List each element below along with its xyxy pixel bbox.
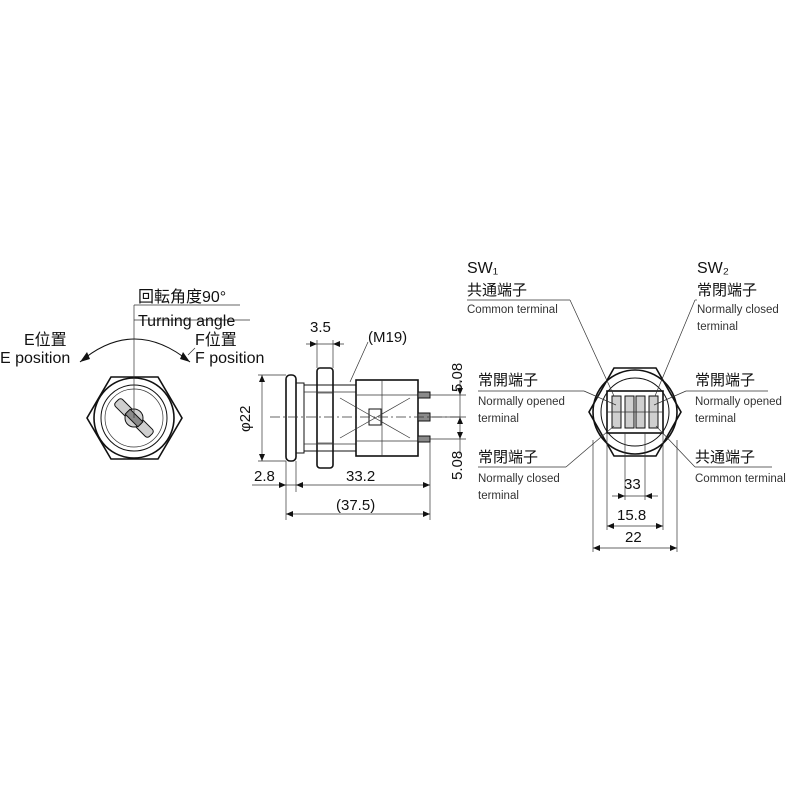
dim-508-arrow-1 — [457, 388, 463, 395]
dim-2-8: 2.8 — [254, 468, 275, 485]
dim-15-8: 15.8 — [617, 507, 646, 524]
sw2-label: SW₂ — [697, 260, 729, 277]
dim-22: 22 — [625, 529, 642, 546]
right-no-leader — [653, 390, 687, 406]
dim-33: 33 — [624, 476, 641, 493]
front-hex-outline — [86, 376, 183, 460]
dim-33-2: 33.2 — [346, 468, 375, 485]
rear-view: SW₁ 共通端子 Common terminal SW₂ 常閉端子 Normal… — [467, 260, 786, 552]
dim-508-arrow-2 — [457, 417, 463, 424]
threaded-body — [303, 384, 357, 452]
right-common-label: Common terminal — [695, 473, 786, 485]
turning-angle-label: Turning angle — [138, 313, 235, 330]
dim-2-8-arrow-l — [279, 482, 286, 488]
dim-33-arrow-l — [618, 493, 625, 499]
dim-37-5-arrow-r — [423, 511, 430, 517]
dim-15-8-arrow-l — [607, 523, 614, 529]
bezel-neck — [295, 382, 305, 454]
arc-arrow-right — [180, 352, 190, 362]
dim-37-5-arrow-l — [286, 511, 293, 517]
right-no-label-jp: 常開端子 — [695, 372, 755, 389]
dim-3-5: 3.5 — [310, 319, 331, 336]
m19-leader — [349, 341, 369, 383]
left-no-label-jp: 常開端子 — [478, 372, 538, 389]
sw2-nc-label-1: Normally closed — [697, 304, 779, 316]
rear-hex-outline — [588, 367, 682, 457]
left-nc-label-1: Normally closed — [478, 473, 560, 485]
left-nc-label-2: terminal — [478, 490, 519, 502]
f-position-label-jp: F位置 — [195, 331, 237, 349]
dim-5-08-bottom: 5.08 — [449, 451, 466, 480]
dim-508-arrow-3 — [457, 432, 463, 439]
dim-phi22-arrow-b — [259, 454, 265, 461]
rear-outer-ring — [592, 369, 678, 455]
f-position-leader — [187, 347, 196, 356]
right-common-label-jp: 共通端子 — [695, 449, 755, 466]
bezel-flange — [285, 374, 297, 462]
sw2-leader — [654, 299, 696, 397]
sw1-label: SW₁ — [467, 260, 498, 277]
rear-inner-ring — [600, 377, 670, 447]
terminal-top — [417, 391, 431, 399]
mounting-nut — [316, 367, 334, 469]
right-no-label-1: Normally opened — [695, 396, 782, 408]
switch-housing — [355, 379, 419, 457]
side-view: 3.5 (M19) φ22 5.08 5.08 2.8 33.2 — [237, 319, 466, 520]
sw2-nc-label-2: terminal — [697, 321, 738, 333]
rotation-angle-label-jp: 回転角度90° — [138, 288, 226, 306]
dim-phi22-arrow-t — [259, 375, 265, 382]
e-position-label-jp: E位置 — [24, 331, 67, 349]
dim-33-2-arrow-r — [423, 482, 430, 488]
dim-37-5: (37.5) — [336, 497, 375, 514]
dim-phi22: φ22 — [237, 406, 254, 432]
right-common-leader — [655, 425, 696, 468]
front-view: 回転角度90° Turning angle E位置 E position F位置… — [0, 288, 264, 460]
thread-size-label: (M19) — [368, 329, 407, 346]
dim-22-arrow-r — [670, 545, 677, 551]
dim-33-2-arrow-l — [296, 482, 303, 488]
sw1-common-label-jp: 共通端子 — [467, 282, 527, 299]
internal-cross-2 — [339, 397, 411, 439]
left-nc-label-jp: 常閉端子 — [478, 449, 538, 466]
dim-3-5-arrow-r — [333, 341, 340, 347]
left-nc-leader — [565, 425, 615, 468]
left-no-leader — [583, 390, 617, 406]
dim-15-8-arrow-r — [656, 523, 663, 529]
sw1-common-label: Common terminal — [467, 304, 558, 316]
sw1-leader — [569, 299, 615, 397]
turning-angle-arc — [79, 338, 191, 363]
f-position-label: F position — [195, 350, 264, 367]
dim-5-08-top: 5.08 — [449, 363, 466, 392]
arc-arrow-left — [80, 352, 90, 362]
terminal-bottom — [417, 435, 431, 443]
dim-3-5-arrow-l — [310, 341, 317, 347]
right-no-label-2: terminal — [695, 413, 736, 425]
left-no-label-1: Normally opened — [478, 396, 565, 408]
sw2-nc-label-jp: 常閉端子 — [697, 282, 757, 299]
dim-33-arrow-r — [645, 493, 652, 499]
e-position-label: E position — [0, 350, 70, 367]
left-no-label-2: terminal — [478, 413, 519, 425]
dim-22-arrow-l — [593, 545, 600, 551]
